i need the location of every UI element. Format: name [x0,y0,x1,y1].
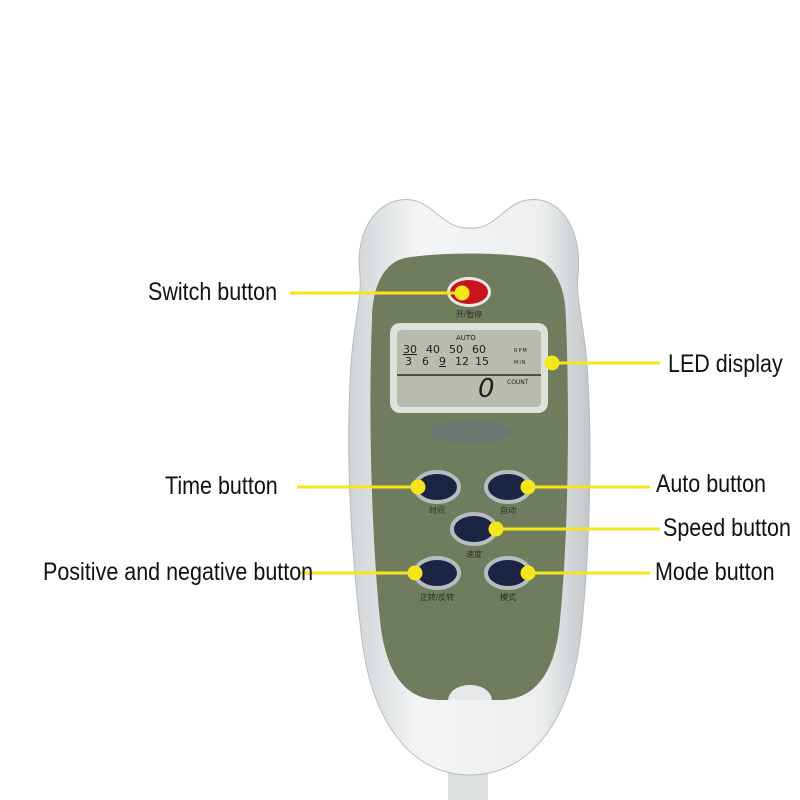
led-callout-label: LED display [668,350,783,378]
switch-callout-label: Switch button [148,278,278,306]
mode-callout-label: Mode button [655,558,775,586]
min-value: 12 [455,355,469,368]
posneg-cn-label: 正转/反转 [419,593,455,602]
rpm-value: 30 [403,343,417,356]
lcd-auto: AUTO [456,334,476,342]
brand-logo [428,420,512,444]
posneg-callout-label: Positive and negative button [43,558,314,586]
lcd-rpm-values: 30 40 50 60 [403,343,495,356]
mode-cn-label: 模式 [500,593,516,602]
control-panel [370,253,568,700]
min-value: 3 [405,355,412,368]
speed-callout-label: Speed button [663,514,791,542]
rpm-value: 40 [426,343,440,356]
switch-cn-label: 开/暂停 [455,310,483,319]
auto-callout-label: Auto button [656,470,766,498]
time-cn-label: 时间 [429,506,445,515]
min-value: 9 [439,355,446,368]
lcd-min-unit: MIN [514,360,527,366]
rpm-value: 60 [472,343,486,356]
min-value: 15 [475,355,489,368]
min-value: 6 [422,355,429,368]
time-callout-label: Time button [165,472,278,500]
led-display [397,330,541,407]
speed-cn-label: 速度 [466,550,482,559]
lcd-count-value: 0 [478,374,495,404]
lcd-rpm-unit: RPM [514,348,528,354]
auto-cn-label: 自动 [500,506,516,515]
rpm-value: 50 [449,343,463,356]
lcd-count-label: COUNT [507,379,529,386]
